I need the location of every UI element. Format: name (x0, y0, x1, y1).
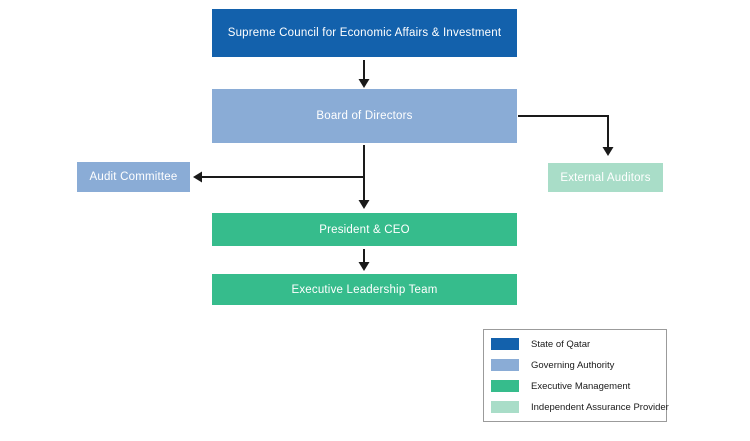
legend-label: State of Qatar (531, 338, 591, 350)
legend-item-executive-management: Executive Management (491, 380, 630, 392)
legend-swatch-independent-assurance-provider (491, 401, 519, 413)
legend-item-governing-authority: Governing Authority (491, 359, 614, 371)
node-supreme-council-label: Supreme Council for Economic Affairs & I… (227, 27, 502, 39)
node-president-ceo: President & CEO (212, 213, 517, 246)
node-external-auditors-label: External Auditors (560, 171, 651, 184)
node-executive-leadership-team: Executive Leadership Team (212, 274, 517, 305)
legend-label: Governing Authority (531, 359, 615, 371)
arrow-supreme-to-board (358, 60, 370, 88)
arrow-board-to-external-auditors (518, 115, 614, 156)
node-supreme-council: Supreme Council for Economic Affairs & I… (212, 9, 517, 57)
legend-swatch-state-of-qatar (491, 338, 519, 350)
legend-item-independent-assurance-provider: Independent Assurance Provider (491, 401, 669, 413)
node-external-auditors: External Auditors (548, 163, 663, 192)
legend-label: Executive Management (531, 380, 631, 392)
legend-item-state-of-qatar: State of Qatar (491, 338, 590, 350)
legend: State of Qatar Governing Authority Execu… (483, 329, 669, 422)
node-board-of-directors-label: Board of Directors (316, 110, 413, 122)
node-board-of-directors: Board of Directors (212, 89, 517, 143)
node-audit-committee-label: Audit Committee (89, 171, 178, 183)
arrow-board-to-audit-committee (193, 171, 364, 183)
node-executive-leadership-team-label: Executive Leadership Team (291, 283, 438, 296)
legend-swatch-governing-authority (491, 359, 519, 371)
legend-swatch-executive-management (491, 380, 519, 392)
arrow-president-to-elt (358, 249, 370, 271)
arrow-board-to-president (358, 145, 370, 209)
node-audit-committee: Audit Committee (77, 162, 190, 192)
node-president-ceo-label: President & CEO (319, 223, 410, 236)
legend-label: Independent Assurance Provider (531, 401, 669, 413)
